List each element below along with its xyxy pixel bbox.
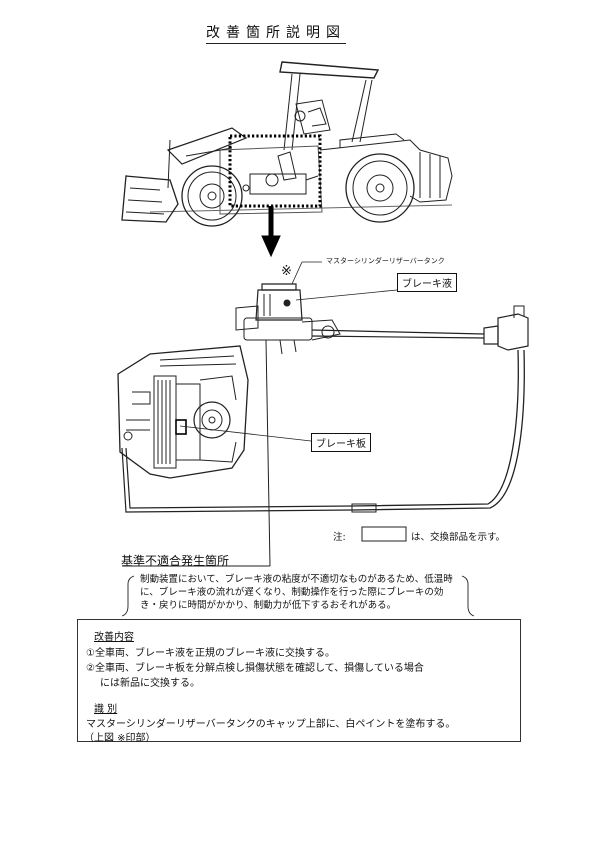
legend-text: は、交換部品を示す。 (411, 532, 506, 543)
master-cylinder (235, 283, 341, 355)
nonconformity-text: 制動装置において、ブレーキ液の粘度が不適切なものがあるため、低温時に、ブレーキ液… (140, 574, 453, 611)
identification-text: マスターシリンダーリザーバータンクのキャップ上部に、白ペイントを塗布する。 (86, 719, 456, 730)
brake-fluid-label: ブレーキ液 (397, 273, 457, 292)
improvement-item-1: ①全車両、ブレーキ液を正規のブレーキ液に交換する。 (86, 648, 335, 659)
legend-prefix: 注: (333, 532, 346, 543)
improvement-heading: 改善内容 (94, 632, 134, 643)
brake-plate-label: ブレーキ板 (311, 433, 371, 452)
identification-note: （上図 ※印部） (84, 733, 156, 744)
improvement-box: 改善内容 ①全車両、ブレーキ液を正規のブレーキ液に交換する。 ②全車両、ブレーキ… (77, 619, 521, 744)
identification-heading: 識 別 (94, 704, 118, 715)
reservoir-label: マスターシリンダーリザーバータンク (326, 257, 445, 265)
improvement-item-2-cont: には新品に交換する。 (100, 678, 200, 689)
wheel-loader-illustration (121, 61, 453, 227)
page-title: 改善箇所説明図 (206, 22, 346, 44)
brake-assembly (117, 345, 249, 479)
nonconformity-heading: 基準不適合発生箇所 (121, 554, 230, 568)
improvement-item-2: ②全車両、ブレーキ板を分解点検し損傷状態を確認して、損傷している場合 (86, 663, 424, 674)
marker-symbol: ※ (281, 264, 292, 279)
